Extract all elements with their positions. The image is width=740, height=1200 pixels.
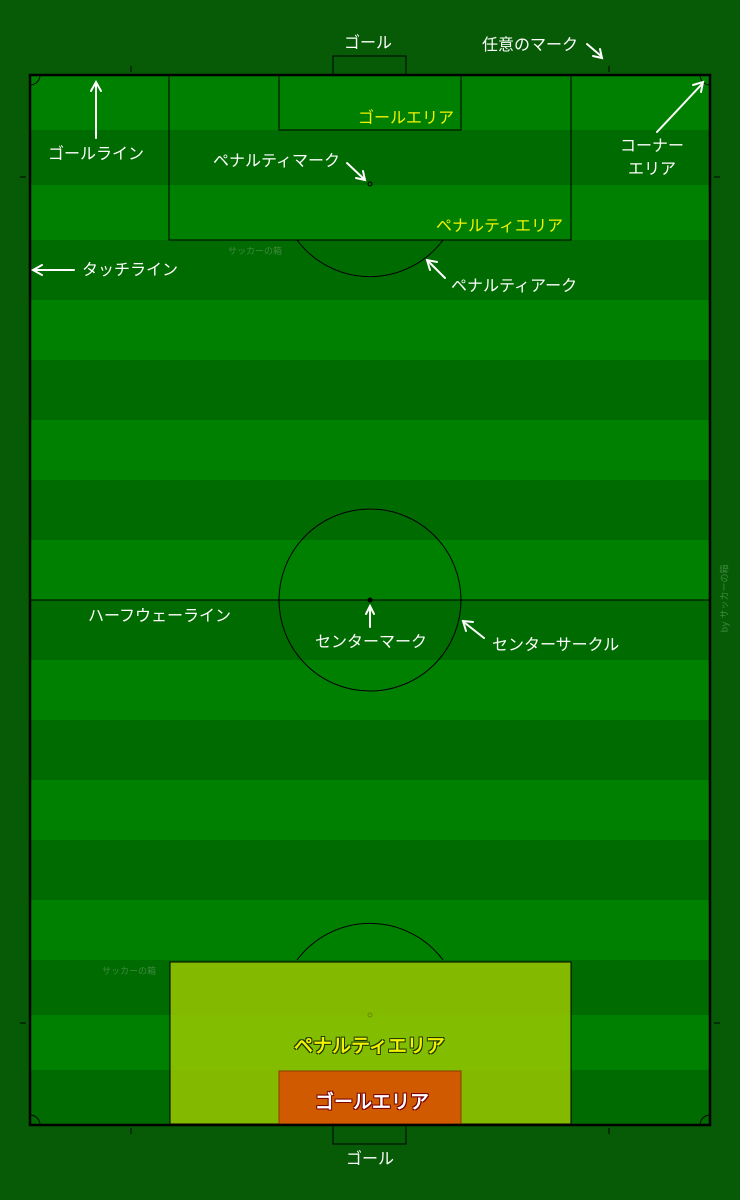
goal-bottom <box>332 1124 407 1145</box>
stripe <box>30 900 710 960</box>
watermark-side: by サッカーの箱 <box>720 564 731 633</box>
arrow-goal-line <box>90 79 102 139</box>
label-goal-top: ゴール <box>344 33 393 52</box>
penalty-mark-top <box>367 181 373 187</box>
label-penalty-area: ペナルティエリア <box>436 216 564 235</box>
label-corner-area-line2: エリア <box>628 159 677 178</box>
stripe <box>30 540 710 600</box>
stripe <box>30 360 710 420</box>
stripe <box>30 300 710 360</box>
corner-arc <box>29 1114 41 1126</box>
penalty-arc-bottom <box>296 922 444 961</box>
stripe <box>30 660 710 720</box>
label-center-circle: センターサークル <box>492 635 620 654</box>
goal-top <box>332 55 407 76</box>
stripe <box>30 480 710 540</box>
goal-area-highlight <box>278 1070 462 1125</box>
annotation-arrows <box>30 43 705 639</box>
label-touch-line: タッチライン <box>82 260 179 279</box>
label-goal-line: ゴールライン <box>48 144 145 163</box>
grass-stripes <box>30 75 710 1125</box>
watermark-top: サッカーの箱 <box>228 247 283 257</box>
stripe <box>30 840 710 900</box>
label-penalty-arc: ペナルティアーク <box>451 276 578 295</box>
arrow-corner-area <box>656 80 705 133</box>
label-halfway-line: ハーフウェーライン <box>88 606 232 625</box>
arrow-optional-mark <box>586 43 604 60</box>
center-mark <box>367 597 373 603</box>
label-goal-area: ゴールエリア <box>358 108 455 127</box>
stripe <box>30 240 710 300</box>
stripe <box>30 780 710 840</box>
arrow-penalty-mark <box>346 162 367 182</box>
stripe <box>30 720 710 780</box>
label-goal-bottom: ゴール <box>346 1149 395 1168</box>
arrow-center-mark <box>365 603 375 628</box>
arrow-penalty-arc <box>425 258 446 279</box>
stripe <box>30 75 710 130</box>
label-penalty-mark: ペナルティマーク <box>213 151 341 170</box>
penalty-arc-top <box>296 239 444 278</box>
label-optional-mark: 任意のマーク <box>482 35 579 54</box>
corner-arc <box>29 74 41 86</box>
label-center-mark: センターマーク <box>315 632 428 651</box>
center-circle <box>278 508 462 692</box>
corner-arc <box>699 1114 711 1126</box>
watermark-bottom: サッカーの箱 <box>102 967 157 977</box>
penalty-mark-bottom <box>367 1012 373 1018</box>
stripe <box>30 130 710 185</box>
arrow-center-circle <box>461 619 485 639</box>
highlight-label-penalty-area: ペナルティエリア <box>294 1035 445 1057</box>
arrow-touch-line <box>30 264 75 276</box>
label-corner-area-line1: コーナー <box>620 136 685 155</box>
stripe <box>30 420 710 480</box>
highlight-label-goal-area: ゴールエリア <box>315 1091 430 1113</box>
field-markings <box>20 55 720 1145</box>
stripe <box>30 185 710 240</box>
